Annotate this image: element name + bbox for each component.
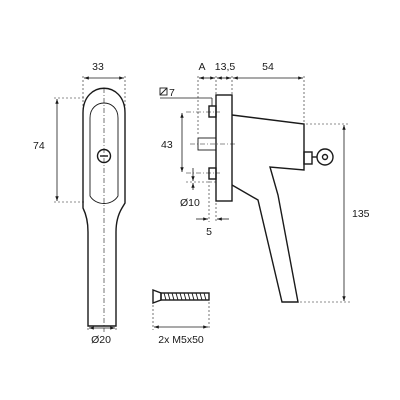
dim-side-54-label: 54 (262, 61, 274, 73)
side-handle-body (231, 114, 305, 303)
dim-side-13-5-label: 13,5 (215, 61, 236, 73)
dim-side-top: A 13,5 54 (197, 61, 305, 136)
key-icon (316, 148, 334, 166)
dim-side-a-label: A (198, 61, 205, 73)
screw-shank (160, 292, 210, 301)
side-stud-bottom (208, 167, 217, 180)
dim-front-height: 74 (33, 97, 86, 203)
dim-total-height: 135 (300, 123, 370, 303)
dim-offset-label: 5 (206, 226, 212, 238)
dim-screw: 2x M5x50 (152, 302, 210, 346)
key-hole-icon (321, 153, 329, 161)
side-stud-top (208, 105, 217, 118)
dim-pin-diameter: Ø10 (180, 168, 218, 209)
dim-front-diameter: Ø20 (87, 326, 117, 346)
dim-total-height-label: 135 (352, 208, 370, 220)
front-view (82, 87, 126, 332)
dim-pin-diameter-label: Ø10 (180, 197, 200, 209)
dim-spacing: 43 (161, 113, 184, 172)
dim-square-label: 7 (169, 87, 175, 99)
dim-front-height-label: 74 (33, 140, 45, 152)
dim-spacing-label: 43 (161, 139, 173, 151)
dim-screw-label: 2x M5x50 (158, 334, 204, 346)
dim-front-width-label: 33 (92, 61, 104, 73)
side-view (186, 94, 334, 303)
front-handle-outline (82, 87, 126, 327)
screw-head (152, 288, 162, 305)
side-lock-barrel (303, 151, 313, 165)
screw-thread (163, 292, 207, 301)
screw (152, 288, 210, 305)
front-rosette (89, 102, 119, 204)
dim-front-width: 33 (82, 61, 126, 110)
square-symbol-icon (159, 87, 168, 96)
dim-front-diameter-label: Ø20 (91, 334, 111, 346)
dim-offset: 5 (196, 181, 229, 238)
side-base-plate (215, 94, 233, 202)
dim-square: 7 (159, 87, 213, 106)
